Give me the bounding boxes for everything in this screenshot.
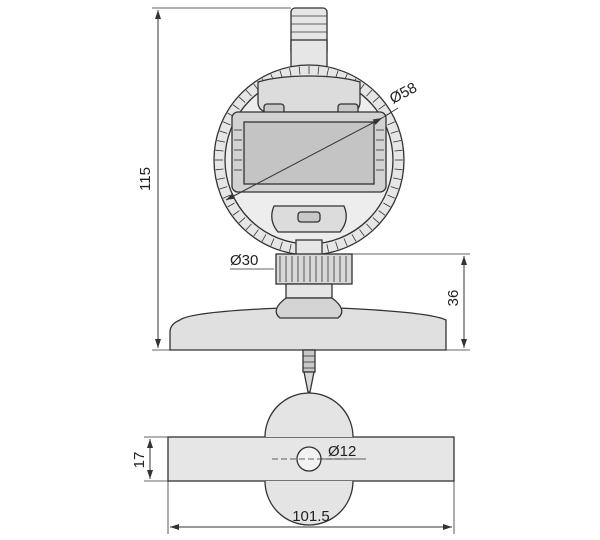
dimension-base-length: 101.5 bbox=[167, 481, 455, 534]
knurled-ring bbox=[275, 253, 353, 285]
base-thickness-label: 17 bbox=[131, 452, 148, 469]
base-plate bbox=[169, 307, 447, 351]
base-length-label: 101.5 bbox=[292, 508, 330, 525]
stem-lower bbox=[285, 283, 333, 299]
dial-top-cap bbox=[257, 75, 361, 113]
dimension-knurl-diameter: Ø30 bbox=[230, 252, 274, 270]
probe-diameter-label: Ø12 bbox=[328, 443, 356, 460]
probe-tip bbox=[302, 349, 316, 393]
overall-height-label: 115 bbox=[137, 167, 154, 191]
knurl-diameter-label: Ø30 bbox=[230, 252, 258, 269]
dimension-probe-diameter: Ø12 bbox=[321, 443, 366, 460]
bottom-view bbox=[167, 392, 455, 526]
dimension-overall-height: 115 bbox=[137, 7, 291, 351]
dial-diameter-label: Ø58 bbox=[387, 79, 420, 107]
lcd-screen bbox=[243, 121, 375, 185]
base-hub bbox=[275, 297, 343, 319]
dial-body bbox=[213, 64, 405, 256]
dimension-stem-height: 36 bbox=[352, 253, 470, 351]
stem-height-label: 36 bbox=[445, 290, 462, 307]
bottom-button bbox=[297, 211, 321, 223]
dimension-base-thickness: 17 bbox=[131, 436, 168, 482]
front-view bbox=[169, 7, 447, 393]
